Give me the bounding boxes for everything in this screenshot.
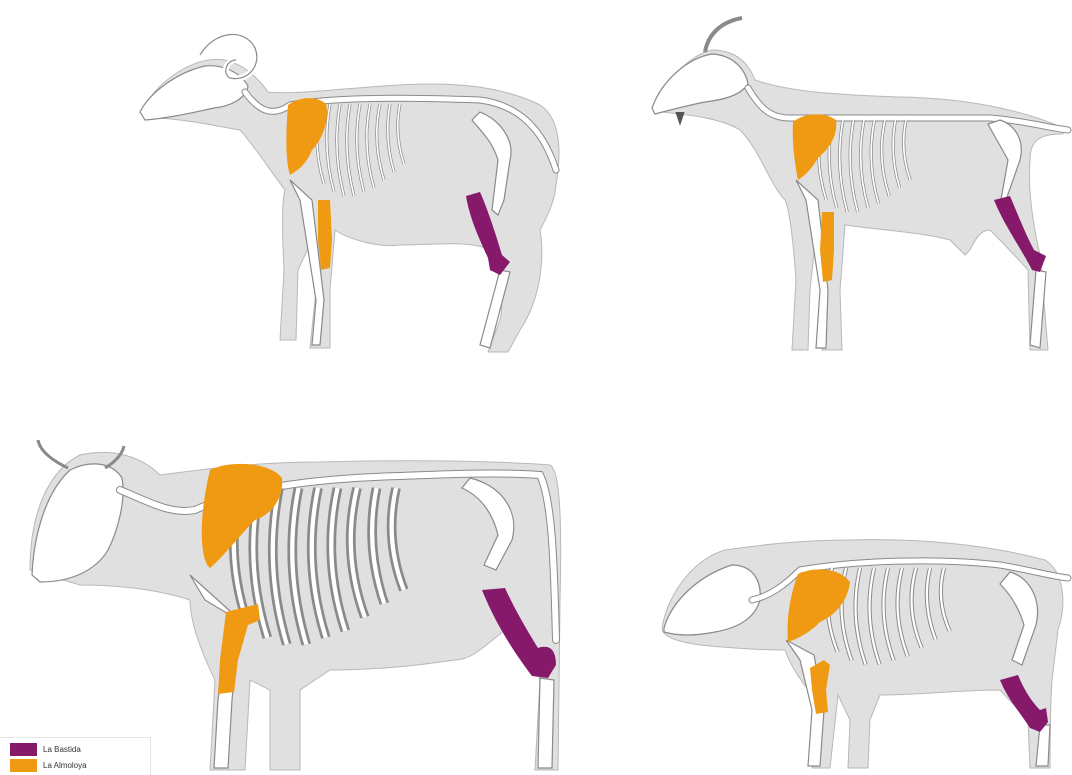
legend-item-la-bastida: La Bastida bbox=[10, 742, 81, 756]
legend-item-la-almoloya: La Almoloya bbox=[10, 758, 87, 772]
legend-label-la-almoloya: La Almoloya bbox=[43, 761, 87, 770]
legend-swatch-la-almoloya bbox=[10, 759, 37, 772]
sheep-skeleton bbox=[140, 34, 559, 352]
cattle-skeleton bbox=[30, 440, 561, 770]
legend: La Bastida La Almoloya bbox=[0, 737, 151, 775]
goat-skeleton bbox=[652, 18, 1068, 350]
pig-skeleton bbox=[662, 540, 1068, 768]
legend-swatch-la-bastida bbox=[10, 743, 37, 756]
legend-label-la-bastida: La Bastida bbox=[43, 745, 81, 754]
sheep-radius-almoloya bbox=[318, 200, 332, 270]
goat-radius-almoloya bbox=[820, 212, 834, 282]
